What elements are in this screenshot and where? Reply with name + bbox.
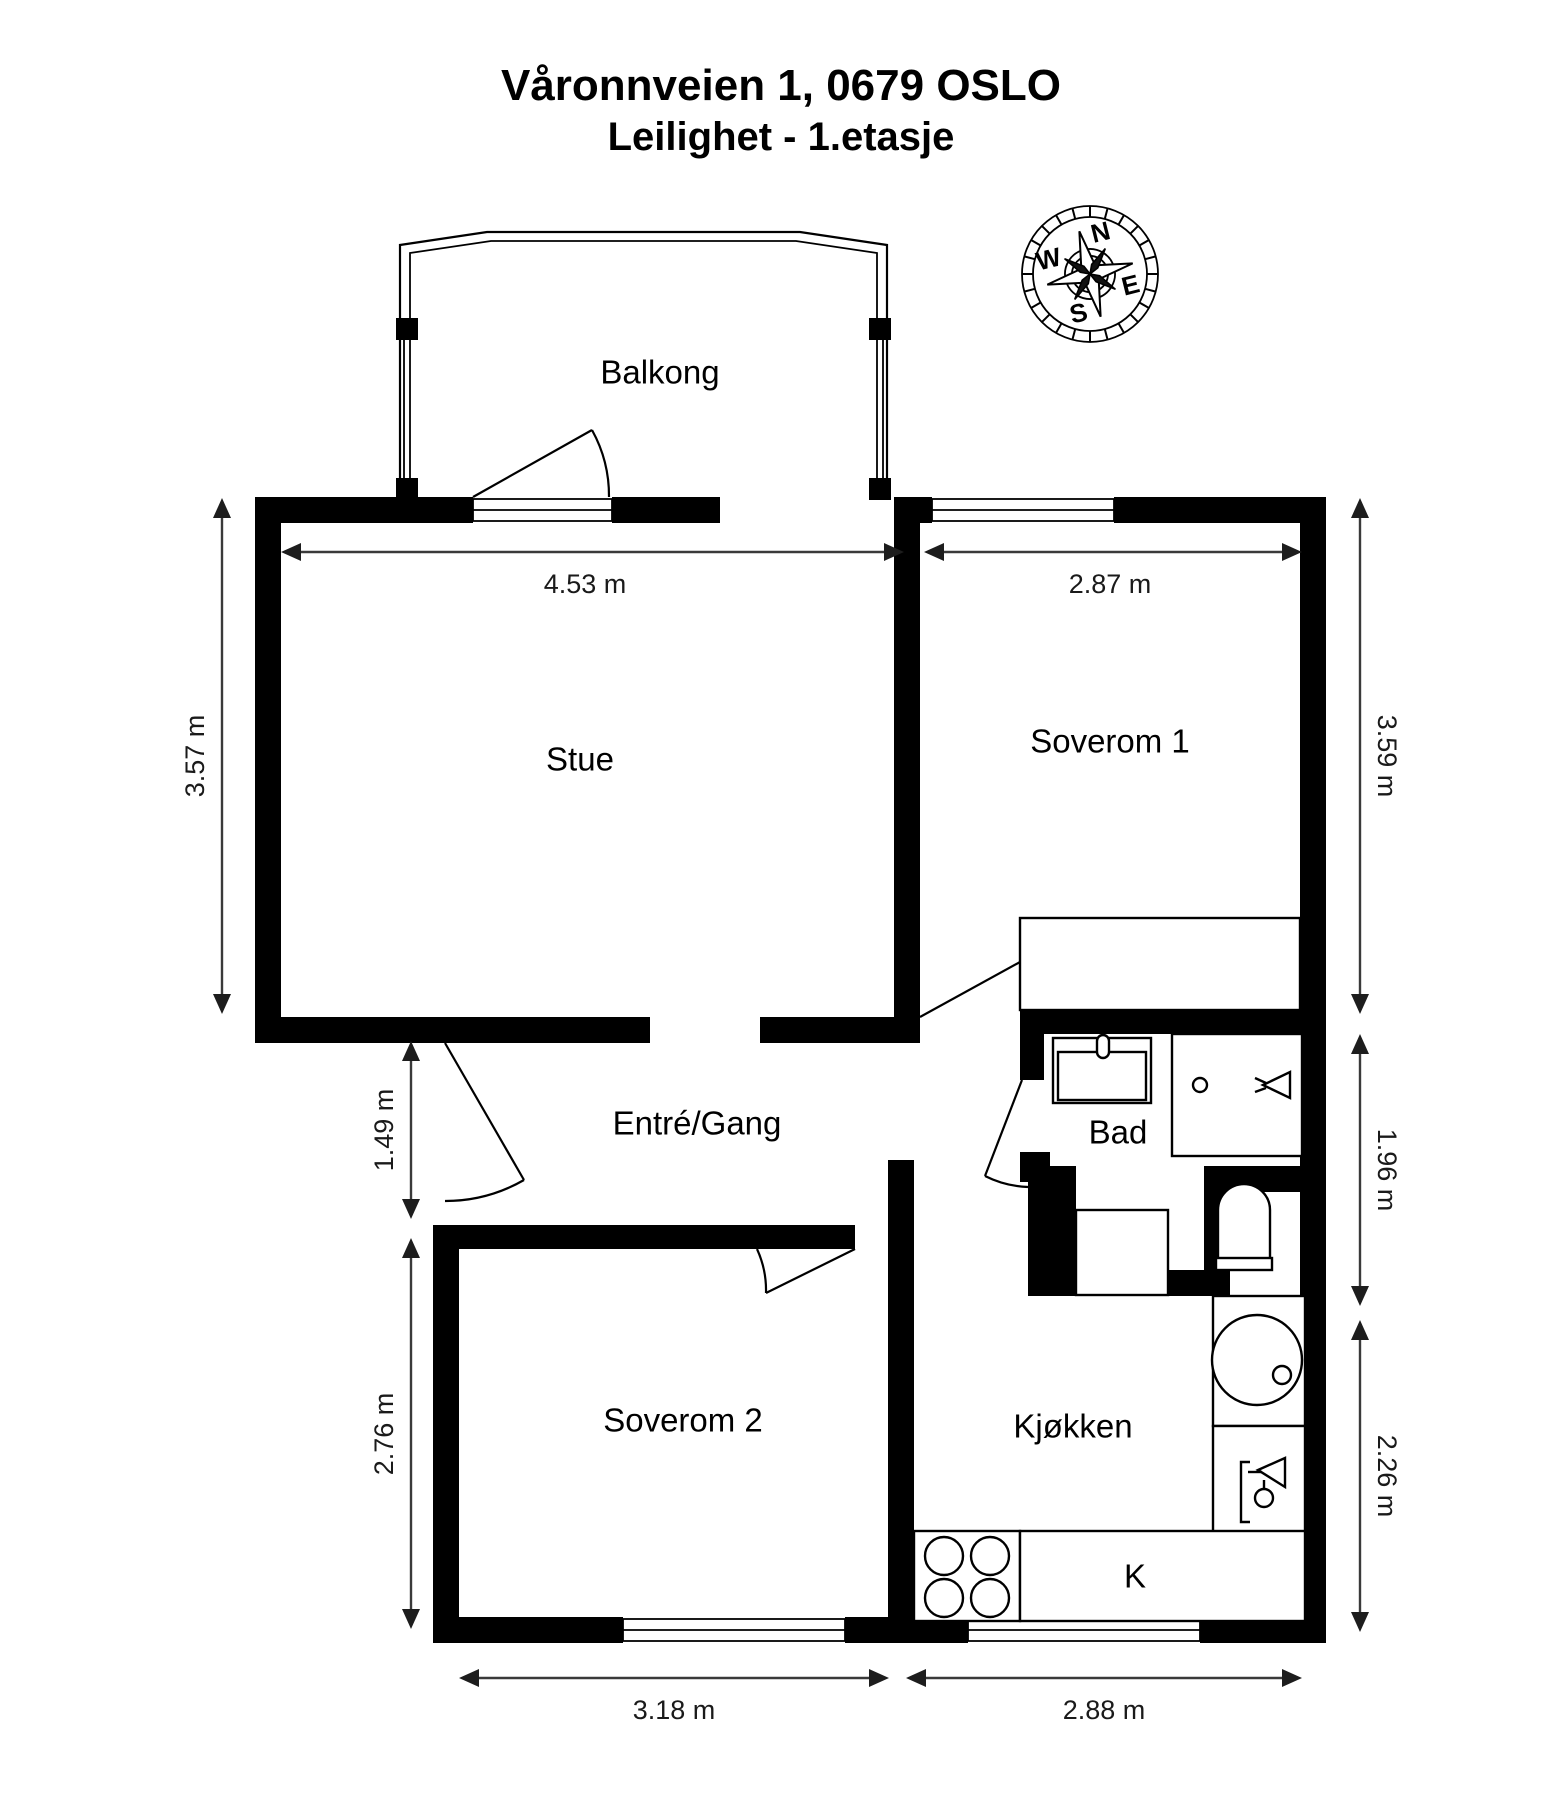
door-bad — [983, 1079, 1024, 1177]
dimension-left-upper: 3.57 m — [180, 498, 231, 1014]
compass-east-label: E — [1118, 268, 1142, 301]
dimension-label-top-right: 2.87 m — [1069, 569, 1152, 599]
toilet-icon — [1214, 1182, 1274, 1272]
bathroom-cabinet — [1074, 1208, 1170, 1297]
room-label-balkong: Balkong — [600, 354, 719, 391]
dimension-right-middle: 1.96 m — [1351, 1034, 1402, 1306]
room-label-kjokken: Kjøkken — [1013, 1408, 1132, 1445]
kitchen-sink-faucet-icon — [1239, 1456, 1287, 1524]
dimension-label-bottom-right: 2.88 m — [1063, 1695, 1146, 1725]
page-subtitle: Leilighet - 1.etasje — [607, 114, 955, 159]
dimension-left-lower: 2.76 m — [369, 1238, 420, 1629]
dimension-label-right-upper: 3.59 m — [1372, 715, 1402, 798]
dimension-label-bottom-left: 3.18 m — [633, 1695, 716, 1725]
balcony-post-left — [396, 318, 418, 340]
windows — [472, 498, 1201, 1642]
doors — [444, 429, 1035, 1294]
dimension-label-right-middle: 1.96 m — [1372, 1129, 1402, 1212]
dimension-label-left-lower: 2.76 m — [369, 1393, 399, 1476]
dimension-bottom-right: 2.88 m — [906, 1669, 1302, 1725]
dimension-top-left: 4.53 m — [281, 543, 904, 599]
kitchen-fixtures — [912, 1294, 1307, 1623]
balcony-outline — [396, 230, 891, 500]
dimension-bottom-left: 3.18 m — [459, 1669, 889, 1725]
balcony-post-right — [869, 318, 891, 340]
soverom1-wardrobe — [1018, 916, 1302, 1012]
room-label-soverom2: Soverom 2 — [603, 1402, 763, 1439]
room-label-stue: Stue — [546, 741, 614, 778]
compass-star — [1046, 230, 1134, 318]
compass-south-label: S — [1066, 296, 1090, 329]
dimension-right-upper: 3.59 m — [1351, 498, 1402, 1014]
bathroom-sink-icon — [1051, 1033, 1153, 1105]
compass-ticks — [1022, 206, 1158, 342]
door-soverom1-entre — [919, 961, 1021, 1018]
room-label-entre: Entré/Gang — [613, 1105, 782, 1142]
dimension-right-lower: 2.26 m — [1351, 1320, 1402, 1632]
page-title: Våronnveien 1, 0679 OSLO — [500, 61, 1061, 110]
dimension-label-right-lower: 2.26 m — [1372, 1435, 1402, 1518]
compass-rose: N E S W — [1021, 205, 1159, 343]
stove-icon — [923, 1535, 1011, 1619]
compass-west-label: W — [1033, 241, 1065, 276]
room-label-soverom1: Soverom 1 — [1030, 723, 1190, 760]
title-block: Våronnveien 1, 0679 OSLO Leilighet - 1.e… — [0, 60, 1562, 161]
dimension-top-right: 2.87 m — [924, 543, 1302, 599]
door-stue-entre — [444, 1042, 525, 1181]
door-soverom2 — [765, 1248, 856, 1294]
bathroom-fixtures — [1051, 1032, 1304, 1297]
room-label-bad: Bad — [1089, 1114, 1148, 1151]
dimension-label-left-upper: 3.57 m — [180, 715, 210, 798]
dimension-label-top-left: 4.53 m — [544, 569, 627, 599]
dimension-label-left-middle: 1.49 m — [369, 1089, 399, 1172]
door-balcony — [472, 429, 593, 498]
dimension-left-middle: 1.49 m — [369, 1041, 420, 1219]
kitchen-basin-icon — [1210, 1313, 1304, 1407]
apartment-walls — [255, 497, 1326, 1643]
room-label-refrigerator: K — [1124, 1558, 1146, 1595]
shower-icon — [1170, 1032, 1304, 1158]
